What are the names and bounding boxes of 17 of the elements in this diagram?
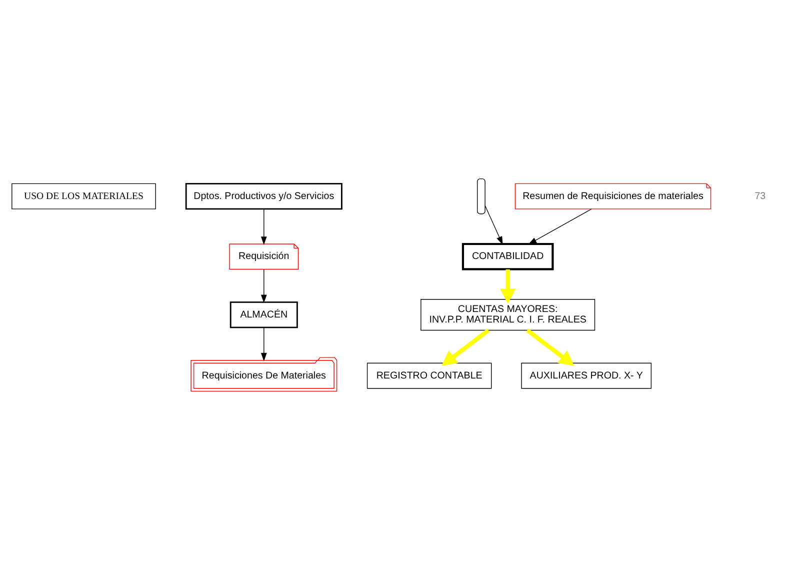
- node-box: CONTABILIDAD: [462, 242, 554, 270]
- node-brace: [476, 178, 486, 214]
- node-box: CUENTAS MAYORES: INV.P.P. MATERIAL C. I. F. REALES: [420, 298, 596, 330]
- arrow: [441, 328, 490, 366]
- arrow: [260, 268, 267, 303]
- arrow: [528, 208, 592, 244]
- arrow: [484, 204, 503, 244]
- node-box: USO DE LOS MATERIALES: [12, 182, 156, 209]
- node-box: REGISTRO CONTABLE: [366, 362, 492, 388]
- arrow: [500, 268, 516, 304]
- arrow: [260, 208, 267, 244]
- label: 73: [754, 190, 766, 202]
- node-box: AUXILIARES PROD. X- Y: [521, 362, 652, 388]
- node-box: ALMACÉN: [230, 300, 298, 328]
- arrow: [260, 326, 267, 361]
- arrow: [526, 328, 574, 366]
- node-box: Dptos. Productivos y/o Servicios: [185, 182, 342, 210]
